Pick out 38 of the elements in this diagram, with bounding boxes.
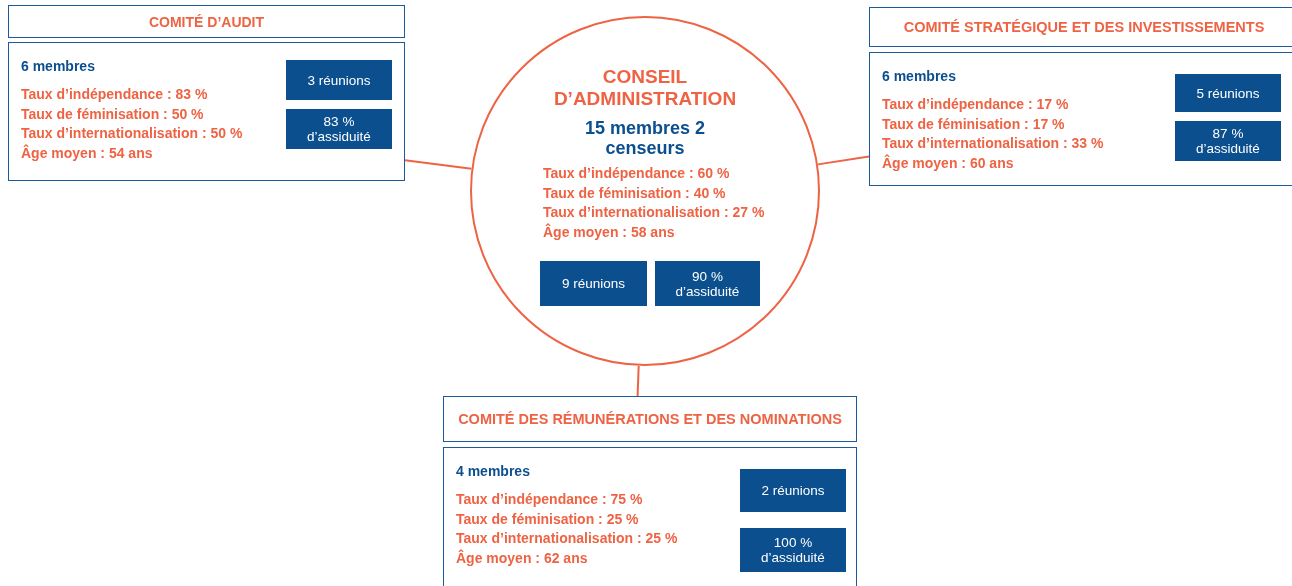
- stat-badge: 87 % d’assiduité: [1175, 121, 1281, 161]
- statistic: Taux d’internationalisation : 25 %: [456, 529, 678, 548]
- connector-line: [404, 159, 473, 170]
- committee-header: COMITÉ D’AUDIT: [8, 5, 405, 38]
- committee-card: [8, 42, 405, 181]
- statistic: Taux de féminisation : 40 %: [543, 183, 726, 203]
- statistic: Âge moyen : 62 ans: [456, 548, 589, 568]
- statistic: Taux d’internationalisation : 27 %: [543, 203, 765, 222]
- committee-header: COMITÉ STRATÉGIQUE ET DES INVESTISSEMENTS: [869, 7, 1292, 47]
- member-count: 15 membres 2 censeurs: [583, 118, 707, 158]
- statistic: Taux d’indépendance : 17 %: [882, 95, 1070, 114]
- statistic: Âge moyen : 54 ans: [21, 143, 154, 163]
- stat-badge: 9 réunions: [540, 261, 647, 306]
- connector-line: [816, 155, 870, 166]
- statistic: Taux d’indépendance : 60 %: [543, 164, 730, 183]
- statistic: Âge moyen : 58 ans: [543, 222, 675, 242]
- committee-header: COMITÉ DES RÉMUNÉRATIONS ET DES NOMINATIONS: [443, 396, 857, 442]
- stat-badge: 2 réunions: [740, 469, 846, 512]
- statistic: Taux d’internationalisation : 33 %: [882, 134, 1104, 153]
- member-count: 6 membres: [21, 58, 96, 74]
- connector-line: [636, 364, 640, 397]
- stat-badge: 5 réunions: [1175, 74, 1281, 112]
- statistic: Âge moyen : 60 ans: [882, 153, 1015, 173]
- stat-badge: 90 % d’assiduité: [655, 261, 760, 306]
- member-count: 4 membres: [456, 463, 531, 479]
- statistic: Taux de féminisation : 25 %: [456, 509, 640, 529]
- statistic: Taux d’indépendance : 83 %: [21, 85, 209, 104]
- statistic: Taux de féminisation : 50 %: [21, 104, 205, 124]
- committee-card: [443, 447, 857, 586]
- statistic: Taux de féminisation : 17 %: [882, 114, 1066, 134]
- stat-badge: 83 % d’assiduité: [286, 109, 392, 149]
- stat-badge: 100 % d’assiduité: [740, 528, 846, 572]
- board-title: CONSEIL D’ADMINISTRATION: [552, 66, 738, 110]
- statistic: Taux d’indépendance : 75 %: [456, 490, 644, 509]
- committee-card: [869, 52, 1292, 186]
- member-count: 6 membres: [882, 68, 957, 84]
- stat-badge: 3 réunions: [286, 60, 392, 100]
- statistic: Taux d’internationalisation : 50 %: [21, 124, 243, 143]
